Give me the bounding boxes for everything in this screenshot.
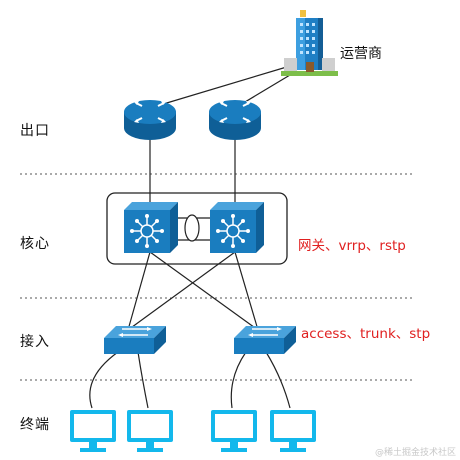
layer-label-exit: 出口 — [20, 123, 50, 139]
layer-dividers — [20, 173, 415, 381]
watermark: @稀土掘金技术社区 — [374, 448, 456, 458]
pc-monitor-4-icon — [270, 410, 316, 452]
pc-monitor-2-icon — [127, 410, 173, 452]
router-right-icon — [209, 100, 261, 140]
isp-label: 运营商 — [340, 46, 382, 62]
layer-label-terminal: 终端 — [20, 417, 50, 433]
link-core-right-access-left — [127, 251, 236, 331]
access-protocols-note: access、trunk、stp — [301, 326, 431, 342]
link-access-right-pc3 — [230, 351, 247, 409]
isp-building-icon — [281, 10, 338, 76]
router-left-icon — [124, 100, 176, 140]
pc-monitor-1-icon — [70, 410, 116, 452]
core-stack-link — [178, 214, 210, 242]
layer-label-core: 核心 — [20, 236, 50, 252]
link-isp-router-left — [149, 65, 291, 109]
core-switch-left-icon — [124, 202, 178, 253]
access-switch-right-icon — [234, 326, 296, 354]
link-core-right-access-right — [234, 251, 259, 331]
layer-label-access: 接入 — [20, 334, 50, 350]
core-group-box — [106, 192, 288, 265]
link-access-right-pc4 — [265, 351, 291, 409]
link-access-left-pc2 — [137, 351, 149, 409]
link-core-left-access-right — [149, 251, 259, 331]
core-protocols-note: 网关、vrrp、rstp — [298, 238, 406, 254]
pc-monitor-3-icon — [211, 410, 257, 452]
link-core-left-access-left — [127, 251, 151, 331]
access-switch-left-icon — [104, 326, 166, 354]
link-access-left-pc1 — [89, 351, 119, 409]
core-switch-right-icon — [210, 202, 264, 253]
